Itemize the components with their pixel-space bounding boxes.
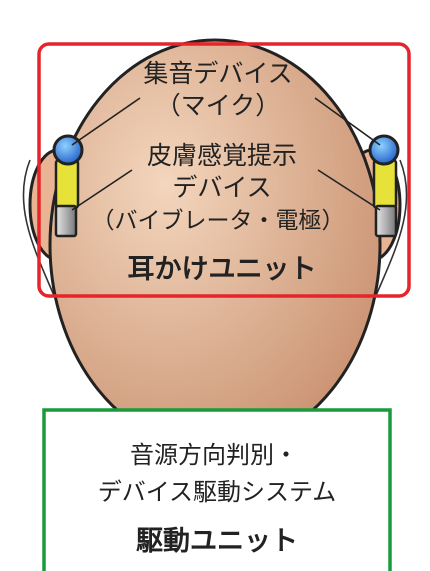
vibrator-icon (54, 158, 80, 210)
mic-label-line1: 集音デバイス (143, 59, 292, 88)
drive-unit-name: 駆動ユニット (136, 526, 298, 557)
tactile-label-line2: デバイス (172, 173, 271, 202)
drive-unit-frame (42, 408, 392, 571)
drive-unit-desc-line2: デバイス駆動システム (98, 478, 337, 506)
leader-lines (71, 97, 381, 211)
electrode-icon (374, 204, 398, 238)
tactile-label-line1: 皮膚感覚提示 (147, 141, 297, 170)
drive-unit-desc-line1: 音源方向判別・ (130, 441, 298, 469)
ear-unit-name: 耳かけユニット (128, 254, 317, 285)
electrode-icon (54, 204, 78, 238)
tactile-label-line3: （バイブレータ・電極） (92, 208, 345, 234)
vibrator-icon (372, 158, 398, 210)
mic-label-line2: （マイク） (156, 91, 281, 120)
ear-unit-frame (37, 42, 411, 298)
